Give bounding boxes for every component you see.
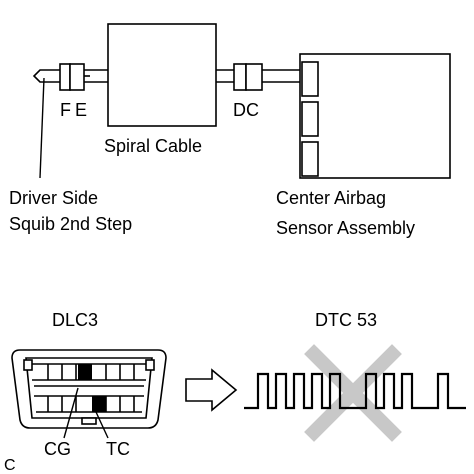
label-center-airbag-line2: Sensor Assembly <box>276 218 415 238</box>
label-connector-f: F <box>60 100 71 120</box>
squib-plug <box>32 69 62 83</box>
squib-lead-line <box>39 77 45 179</box>
dtc-waveform <box>244 372 466 410</box>
connector-dc <box>233 63 263 91</box>
label-dtc: DTC 53 <box>315 310 377 330</box>
dlc3-terminal-upper-filled <box>78 364 92 380</box>
dlc3-terminal-cg-filled <box>92 396 106 412</box>
label-connector-dc: DC <box>233 100 259 120</box>
cross-out-icon <box>304 344 402 442</box>
leader-tc <box>95 411 109 439</box>
center-airbag-sensor-box <box>299 53 451 179</box>
label-spiral-cable: Spiral Cable <box>104 136 202 156</box>
label-driver-side-line1: Driver Side <box>9 188 98 208</box>
dlc3-connector <box>11 349 167 429</box>
leader-cg <box>63 387 79 439</box>
right-arrow-icon <box>185 368 238 412</box>
spiral-cable-box <box>107 23 217 127</box>
label-dlc3: DLC3 <box>52 310 98 330</box>
label-terminal-tc: TC <box>106 439 130 459</box>
label-connector-e: E <box>75 100 87 120</box>
label-driver-side-line2: Squib 2nd Step <box>9 214 132 234</box>
label-terminal-cg: CG <box>44 439 71 459</box>
label-corner-code: C <box>4 457 16 474</box>
connector-f-e <box>59 63 90 91</box>
label-center-airbag-line1: Center Airbag <box>276 188 386 208</box>
